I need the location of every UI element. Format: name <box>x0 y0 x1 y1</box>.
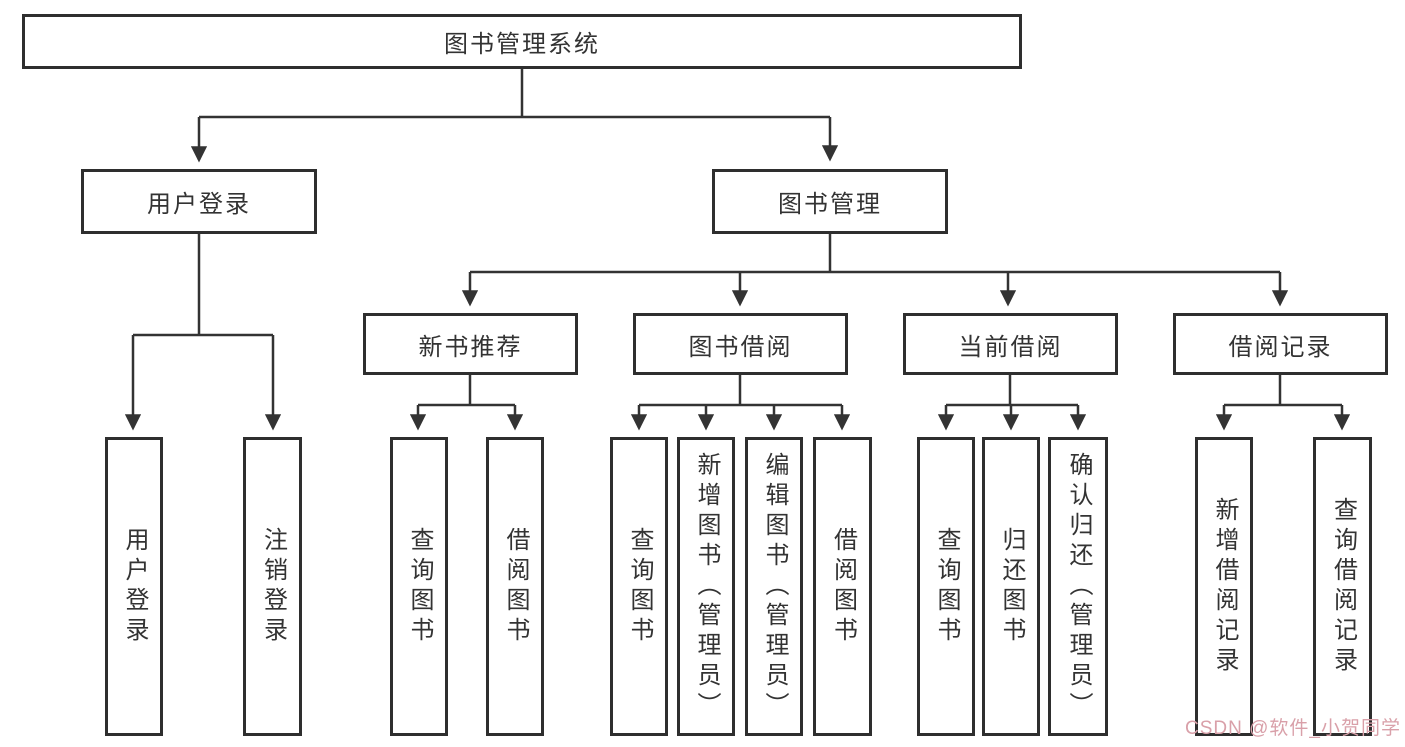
node-current-borrowing: 当前借阅 <box>903 313 1118 375</box>
node-label: 新增借阅记录 <box>1211 496 1238 677</box>
node-cb-confirm-return-admin: 确认归还（管理员） <box>1048 437 1108 736</box>
node-bb-add-books-admin: 新增图书（管理员） <box>677 437 735 736</box>
node-label: 查询图书 <box>626 526 653 647</box>
node-label: 注销登录 <box>259 526 287 647</box>
node-label: 查询图书 <box>406 526 433 647</box>
node-label: 新增图书（管理员） <box>693 451 720 722</box>
node-label: 查询借阅记录 <box>1329 496 1357 677</box>
node-label: 编辑图书（管理员） <box>761 451 788 722</box>
node-bb-edit-books-admin: 编辑图书（管理员） <box>745 437 803 736</box>
node-label: 借阅图书 <box>502 526 529 647</box>
node-label: 当前借阅 <box>958 333 1063 361</box>
node-label: 借阅记录 <box>1228 333 1333 361</box>
node-label: 归还图书 <box>998 526 1025 647</box>
node-book-borrowing: 图书借阅 <box>633 313 848 375</box>
node-label: 图书借阅 <box>688 333 793 361</box>
node-bb-query-books: 查询图书 <box>610 437 668 736</box>
node-label: 图书管理系统 <box>444 31 600 58</box>
node-borrow-records: 借阅记录 <box>1173 313 1388 375</box>
node-br-query-borrow-record: 查询借阅记录 <box>1313 437 1372 736</box>
node-library-management-system: 图书管理系统 <box>22 14 1022 69</box>
node-new-book-recommend: 新书推荐 <box>363 313 578 375</box>
csdn-watermark: CSDN @软件_小贺同学 <box>1185 718 1401 739</box>
node-book-management: 图书管理 <box>712 169 948 234</box>
node-label: 用户登录 <box>121 526 148 647</box>
node-label: 查询图书 <box>933 526 960 647</box>
node-user-login-group: 用户登录 <box>81 169 317 234</box>
node-br-add-borrow-record: 新增借阅记录 <box>1195 437 1253 736</box>
node-label: 借阅图书 <box>829 526 857 647</box>
node-cb-return-books: 归还图书 <box>982 437 1040 736</box>
node-user-login: 用户登录 <box>105 437 163 736</box>
node-logout: 注销登录 <box>243 437 302 736</box>
node-label: 图书管理 <box>778 191 882 218</box>
node-label: 新书推荐 <box>418 333 523 361</box>
node-label: 确认归还（管理员） <box>1065 451 1092 722</box>
node-nb-query-books: 查询图书 <box>390 437 448 736</box>
node-label: 用户登录 <box>147 191 251 218</box>
node-cb-query-books: 查询图书 <box>917 437 975 736</box>
node-bb-borrow-books: 借阅图书 <box>813 437 872 736</box>
node-nb-borrow-books: 借阅图书 <box>486 437 544 736</box>
